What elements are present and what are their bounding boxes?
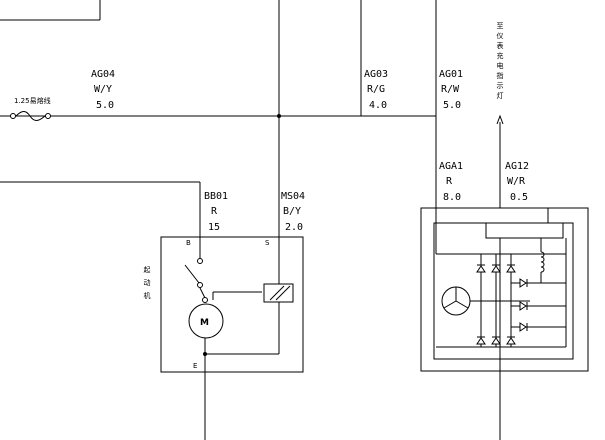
terminal-e: E (193, 362, 197, 370)
starter-label: 起动机 (144, 266, 151, 300)
fusible-link (10, 111, 51, 121)
ag12-code: AG12 (505, 161, 529, 172)
diode-lower-group (476, 336, 516, 345)
ms04-code: MS04 (281, 191, 305, 202)
switch-contact-top (197, 258, 203, 264)
field-diodes (519, 278, 528, 332)
alternator-box (420, 207, 589, 372)
switch-link (199, 287, 206, 299)
regulator-block (485, 222, 564, 239)
fuse-label: 1.25易熔线 (14, 96, 51, 105)
terminal-s: S (265, 239, 270, 247)
indicator-label: 至仪表充电指示灯 (497, 22, 504, 100)
solenoid-hatch-2 (275, 285, 291, 301)
bb01-gauge: 15 (208, 222, 220, 233)
ag01-color: R/W (441, 84, 460, 95)
switch-contact-bottom (197, 282, 203, 288)
ag12-color: W/R (507, 176, 526, 187)
ms04-color: B/Y (283, 206, 301, 217)
terminal-b: B (186, 239, 191, 247)
stator-phase-3 (455, 300, 469, 309)
stator-phase-2 (443, 300, 457, 309)
switch-blade (184, 264, 200, 284)
ag03-color: R/G (367, 84, 385, 95)
ms04-gauge: 2.0 (285, 222, 303, 233)
bb01-code: BB01 (204, 191, 228, 202)
aga1-color: R (446, 176, 453, 187)
ag03-code: AG03 (364, 69, 388, 80)
bb01-color: R (211, 206, 218, 217)
ag04-code: AG04 (91, 69, 115, 80)
starter-motor (188, 303, 224, 339)
solenoid-hatch-1 (269, 285, 285, 301)
indicator-arrow (496, 114, 504, 125)
starter-solenoid (263, 283, 294, 303)
ag01-code: AG01 (439, 69, 463, 80)
aga1-code: AGA1 (439, 161, 463, 172)
starter-box (160, 236, 304, 373)
motor-brush (202, 297, 208, 303)
ag04-gauge: 5.0 (96, 100, 114, 111)
ag04-color: W/Y (94, 84, 112, 95)
alternator-inner-box (433, 222, 574, 360)
ag03-gauge: 4.0 (369, 100, 387, 111)
rotor-coil (540, 251, 545, 273)
diode-upper-group (476, 264, 516, 273)
motor-symbol: M (200, 318, 209, 328)
ag01-gauge: 5.0 (443, 100, 461, 111)
aga1-gauge: 8.0 (443, 192, 461, 203)
ag12-gauge: 0.5 (510, 192, 528, 203)
